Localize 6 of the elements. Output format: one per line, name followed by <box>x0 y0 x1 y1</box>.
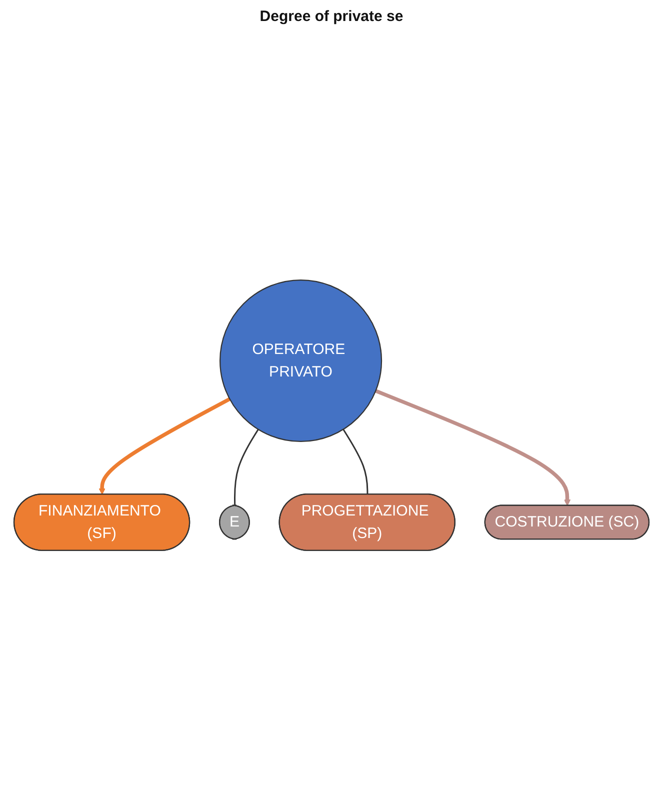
arrow <box>374 389 571 506</box>
connector <box>234 429 259 506</box>
node-circle: OPERATORE PRIVATO <box>219 280 382 442</box>
arrow <box>98 398 231 496</box>
axis-title: Degree of private se <box>260 8 404 25</box>
connector <box>342 429 368 495</box>
